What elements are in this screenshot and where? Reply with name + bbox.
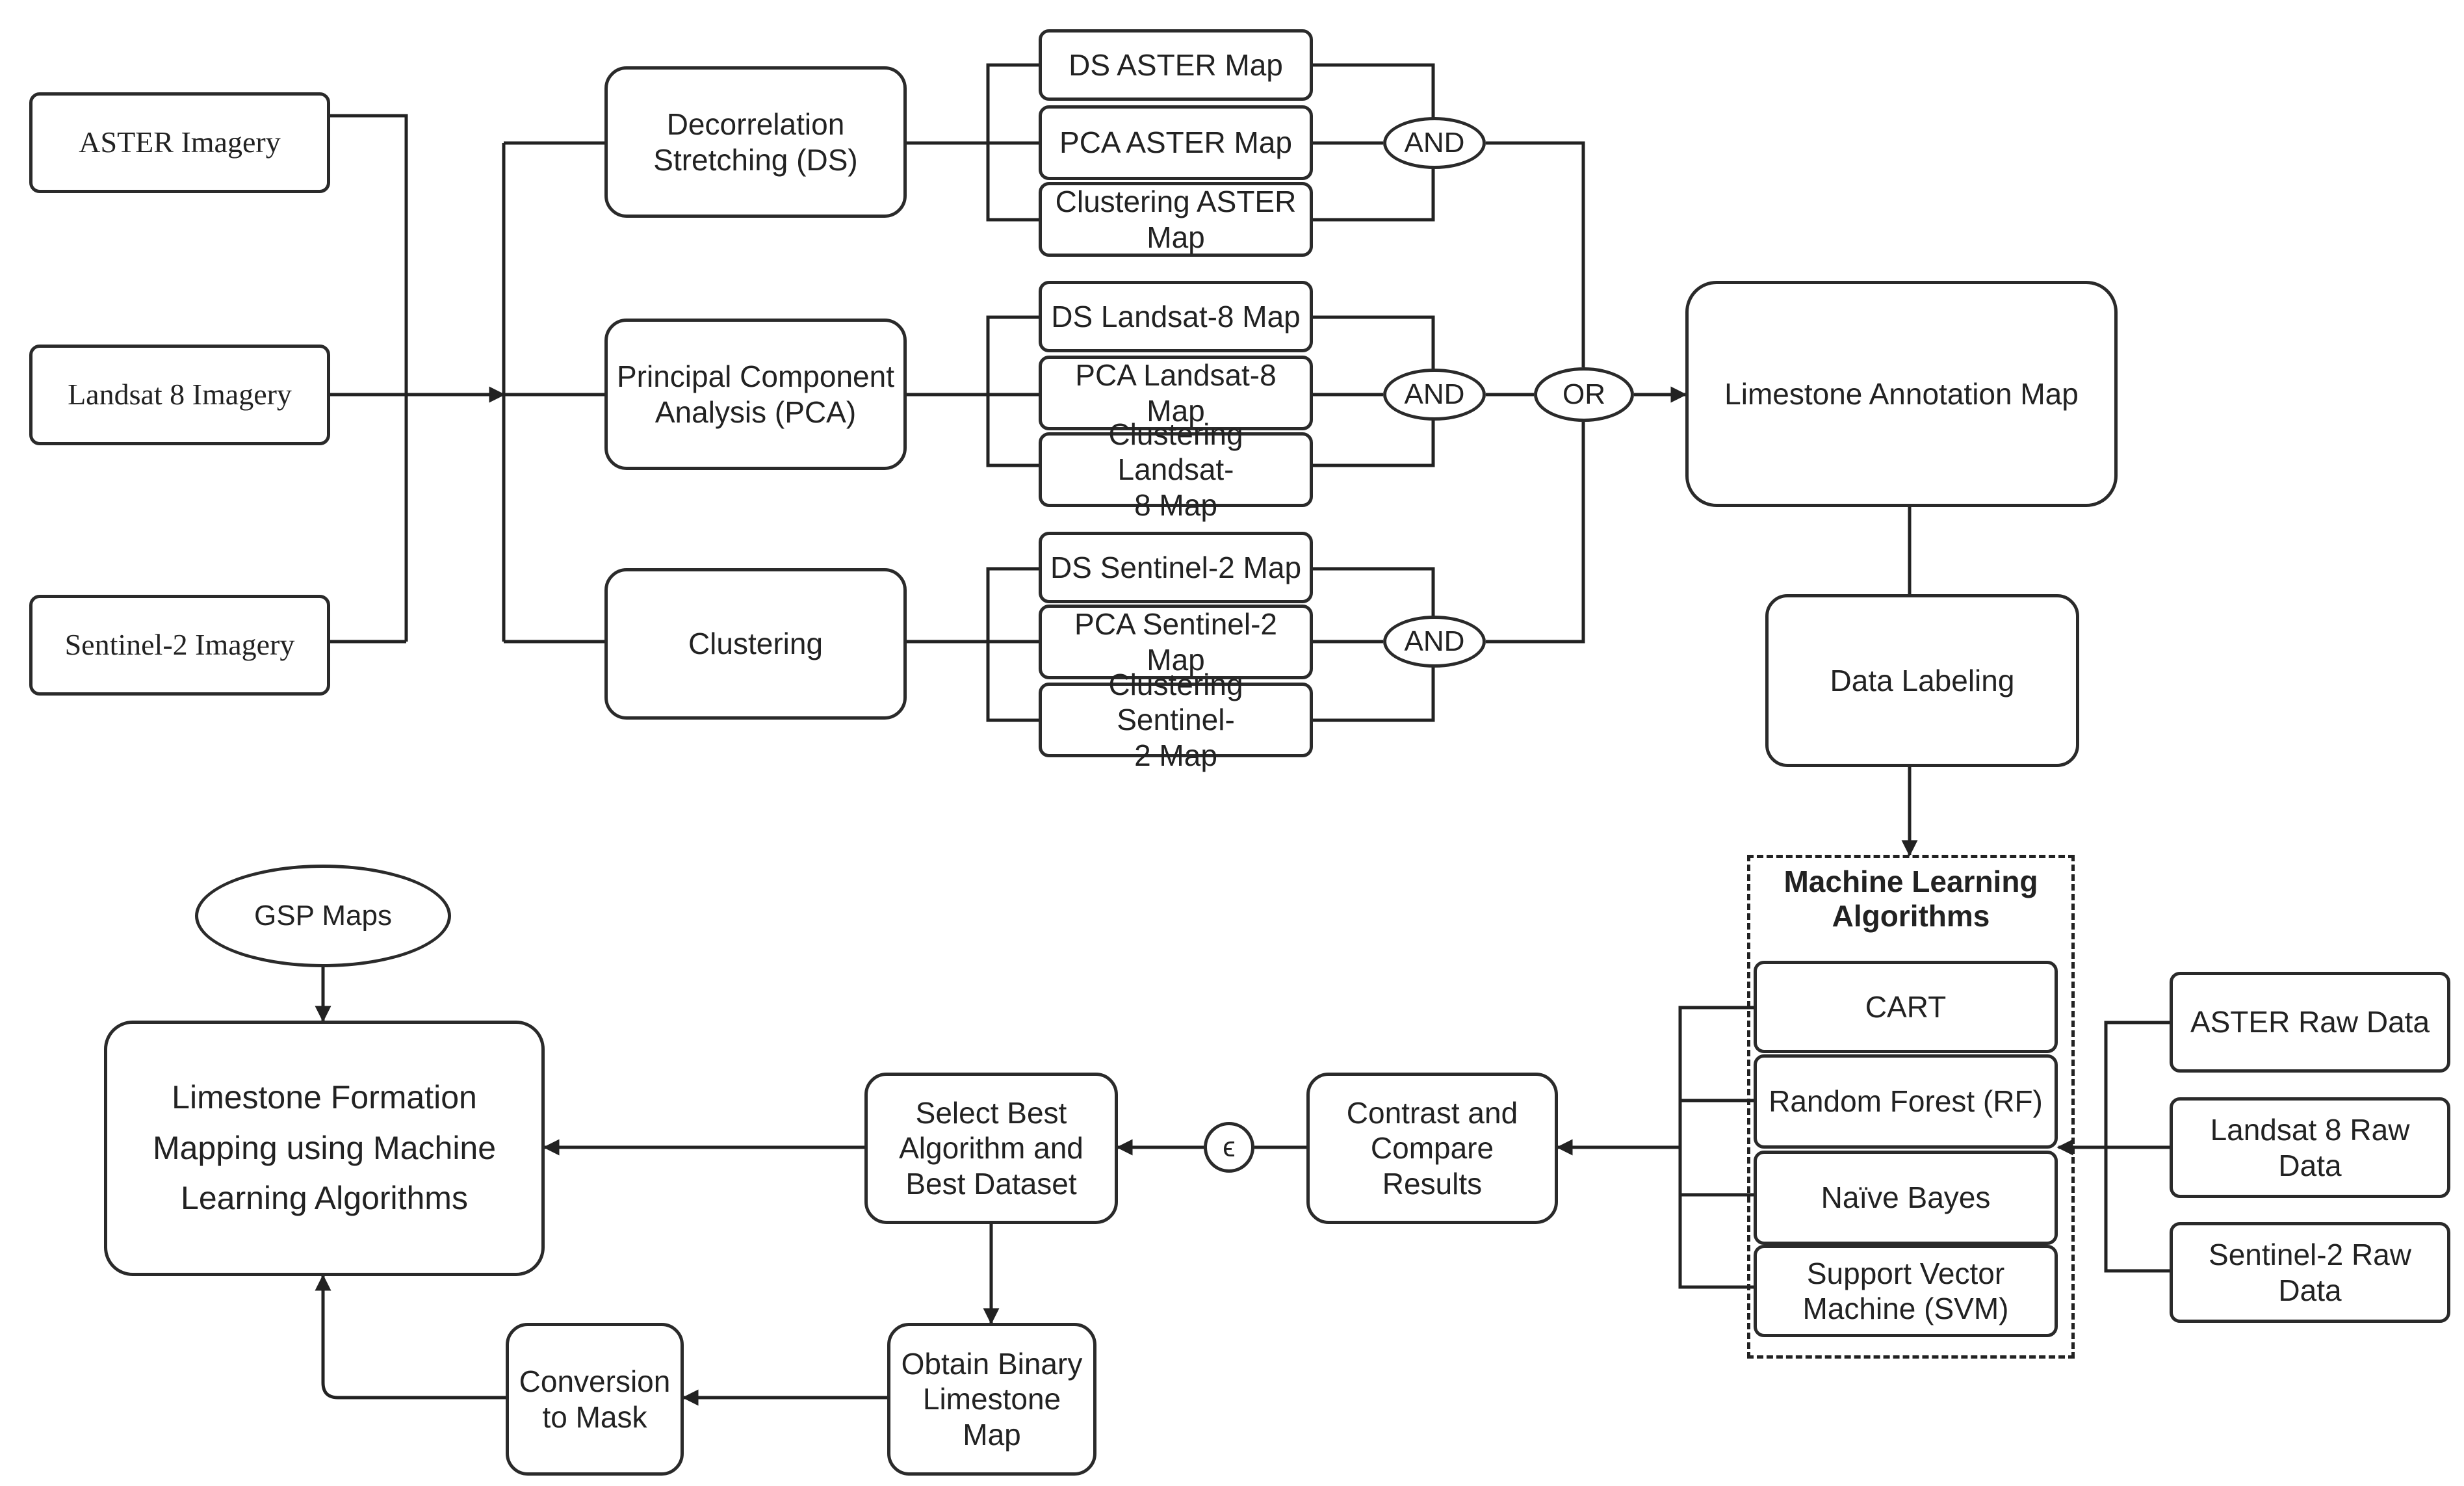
limestone-annotation-map-label: Limestone Annotation Map: [1724, 376, 2079, 411]
pca-method-box: Principal Component Analysis (PCA): [604, 319, 907, 470]
ds-method-box: Decorrelation Stretching (DS): [604, 66, 907, 218]
and-operator-aster-label: AND: [1404, 127, 1465, 159]
sentinel-raw-data-box: Sentinel-2 Raw Data: [2170, 1222, 2450, 1323]
ds-aster-map-label: DS ASTER Map: [1069, 47, 1283, 82]
clustering-sentinel-map-label: Clustering Sentinel- 2 Map: [1108, 668, 1243, 772]
or-operator: OR: [1534, 367, 1634, 422]
pca-aster-map-box: PCA ASTER Map: [1039, 105, 1313, 180]
clustering-sentinel-map-box: Clustering Sentinel- 2 Map: [1039, 668, 1313, 772]
limestone-annotation-map-box: Limestone Annotation Map: [1685, 281, 2118, 507]
or-operator-label: OR: [1563, 378, 1605, 410]
connector-alg-bracket: [1678, 1006, 1754, 1289]
ds-sentinel-map-label: DS Sentinel-2 Map: [1050, 550, 1302, 584]
landsat-raw-data-box: Landsat 8 Raw Data: [2170, 1097, 2450, 1198]
random-forest-box: Random Forest (RF): [1754, 1054, 2058, 1149]
ds-aster-map-box: DS ASTER Map: [1039, 29, 1313, 101]
landsat-imagery-label: Landsat 8 Imagery: [68, 378, 292, 411]
gsp-maps-ellipse: GSP Maps: [195, 865, 451, 967]
binary-map-box: Obtain Binary Limestone Map: [887, 1323, 1096, 1476]
pca-method-label: Principal Component Analysis (PCA): [616, 359, 894, 429]
connector-aster-map-bracket: [986, 63, 1039, 222]
connector-aster-input: [330, 114, 408, 642]
final-mapping-label: Limestone Formation Mapping using Machin…: [152, 1079, 497, 1217]
contrast-compare-label: Contrast and Compare Results: [1346, 1096, 1518, 1201]
conversion-mask-box: Conversion to Mask: [506, 1323, 684, 1476]
data-labeling-label: Data Labeling: [1830, 663, 2015, 697]
aster-raw-data-box: ASTER Raw Data: [2170, 972, 2450, 1073]
ds-sentinel-map-box: DS Sentinel-2 Map: [1039, 532, 1313, 603]
pca-sentinel-map-label: PCA Sentinel-2 Map: [1074, 607, 1277, 677]
gsp-maps-label: GSP Maps: [254, 900, 392, 932]
random-forest-label: Random Forest (RF): [1769, 1084, 2043, 1119]
naive-bayes-label: Naïve Bayes: [1821, 1180, 1991, 1215]
connector-and-to-or: [1486, 141, 1585, 644]
epsilon-operator: ϵ: [1204, 1122, 1254, 1173]
and-operator-sentinel-label: AND: [1404, 625, 1465, 657]
pca-landsat-map-box: PCA Landsat-8 Map: [1039, 356, 1313, 430]
connector-landsat-map-bracket: [986, 315, 1039, 467]
svm-box: Support Vector Machine (SVM): [1754, 1245, 2058, 1337]
sentinel-imagery-box: Sentinel-2 Imagery: [29, 595, 330, 696]
clustering-method-box: Clustering: [604, 568, 907, 720]
final-mapping-box: Limestone Formation Mapping using Machin…: [104, 1021, 545, 1276]
ml-algorithms-group: [1747, 855, 2075, 1359]
and-operator-sentinel: AND: [1383, 616, 1486, 668]
clustering-landsat-map-label: Clustering Landsat- 8 Map: [1108, 417, 1243, 522]
clustering-landsat-map-box: Clustering Landsat- 8 Map: [1039, 417, 1313, 522]
epsilon-operator-label: ϵ: [1223, 1131, 1236, 1163]
connector-raw-bracket: [2104, 1021, 2170, 1273]
landsat-imagery-box: Landsat 8 Imagery: [29, 345, 330, 445]
and-operator-landsat: AND: [1383, 369, 1486, 421]
connector-mask-final: [315, 1274, 506, 1400]
sentinel-imagery-label: Sentinel-2 Imagery: [64, 628, 295, 662]
ds-method-label: Decorrelation Stretching (DS): [653, 107, 858, 177]
ml-algorithms-title: Machine Learning Algorithms: [1783, 865, 2038, 933]
ds-landsat-map-box: DS Landsat-8 Map: [1039, 281, 1313, 352]
pca-sentinel-map-box: PCA Sentinel-2 Map: [1039, 605, 1313, 679]
sentinel-raw-data-label: Sentinel-2 Raw Data: [2209, 1238, 2411, 1307]
contrast-compare-box: Contrast and Compare Results: [1306, 1073, 1558, 1224]
clustering-aster-map-label: Clustering ASTER Map: [1055, 185, 1297, 254]
cart-label: CART: [1865, 989, 1947, 1024]
cart-box: CART: [1754, 961, 2058, 1053]
clustering-aster-map-box: Clustering ASTER Map: [1039, 182, 1313, 257]
binary-map-label: Obtain Binary Limestone Map: [901, 1347, 1083, 1452]
connector-sentinel-map-bracket: [986, 567, 1039, 722]
conversion-mask-label: Conversion to Mask: [519, 1364, 671, 1434]
pca-aster-map-label: PCA ASTER Map: [1059, 125, 1292, 160]
aster-imagery-box: ASTER Imagery: [29, 92, 330, 193]
naive-bayes-box: Naïve Bayes: [1754, 1151, 2058, 1245]
pca-landsat-map-label: PCA Landsat-8 Map: [1075, 358, 1277, 428]
and-operator-aster: AND: [1383, 117, 1486, 169]
and-operator-landsat-label: AND: [1404, 378, 1465, 410]
landsat-raw-data-label: Landsat 8 Raw Data: [2210, 1113, 2410, 1182]
select-best-label: Select Best Algorithm and Best Dataset: [899, 1096, 1083, 1201]
aster-raw-data-label: ASTER Raw Data: [2190, 1005, 2430, 1039]
aster-imagery-label: ASTER Imagery: [79, 125, 281, 159]
select-best-box: Select Best Algorithm and Best Dataset: [864, 1073, 1118, 1224]
ds-landsat-map-label: DS Landsat-8 Map: [1051, 299, 1301, 333]
clustering-method-label: Clustering: [688, 627, 823, 661]
svm-label: Support Vector Machine (SVM): [1802, 1256, 2009, 1325]
data-labeling-box: Data Labeling: [1765, 594, 2079, 767]
